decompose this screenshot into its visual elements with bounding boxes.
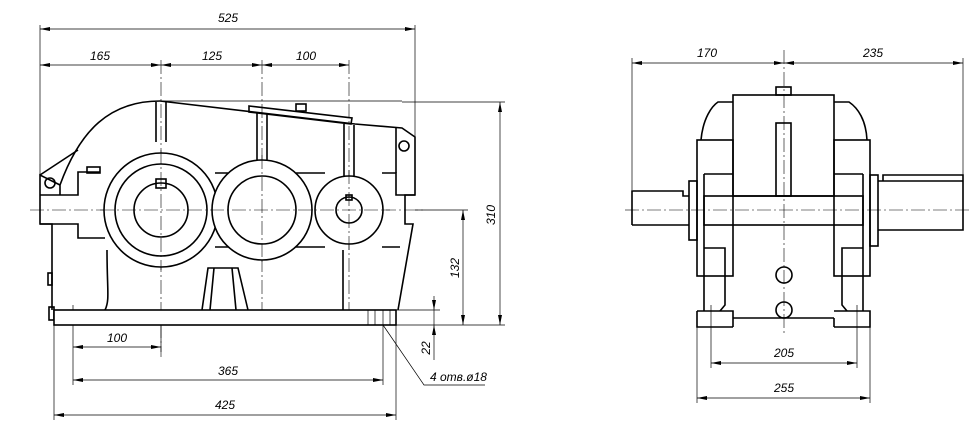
- centerlines: [625, 50, 970, 335]
- dim-overall-length: 525: [218, 11, 238, 25]
- dim-base-width: 255: [773, 381, 794, 395]
- hole-note: 4 отв.ø18: [430, 370, 487, 384]
- dim-input-to-mid: 125: [202, 49, 222, 63]
- dimension-lines: [632, 61, 963, 400]
- dim-side-bolt-spacing: 205: [773, 346, 794, 360]
- dim-axis-height: 132: [448, 258, 462, 278]
- dim-edge-to-axis: 100: [107, 331, 127, 345]
- centerlines: [30, 60, 425, 357]
- dim-bolt-spacing: 365: [218, 364, 238, 378]
- dimension-lines: [40, 27, 502, 417]
- dim-base-thickness: 22: [419, 341, 433, 356]
- dim-height: 310: [484, 205, 498, 225]
- extension-lines: [631, 58, 964, 403]
- dim-right-shaft: 235: [862, 46, 883, 60]
- front-view: 525 165 125 100 310 132 22 100 365 425 4…: [30, 11, 505, 420]
- dim-base-length: 425: [215, 398, 235, 412]
- dim-left-shaft: 170: [697, 46, 717, 60]
- dim-mid-to-output: 100: [296, 49, 316, 63]
- base-plate: [53, 309, 397, 326]
- dim-left-to-input: 165: [90, 49, 110, 63]
- side-housing: [631, 86, 964, 328]
- side-view: 170 235 205 255: [625, 46, 970, 403]
